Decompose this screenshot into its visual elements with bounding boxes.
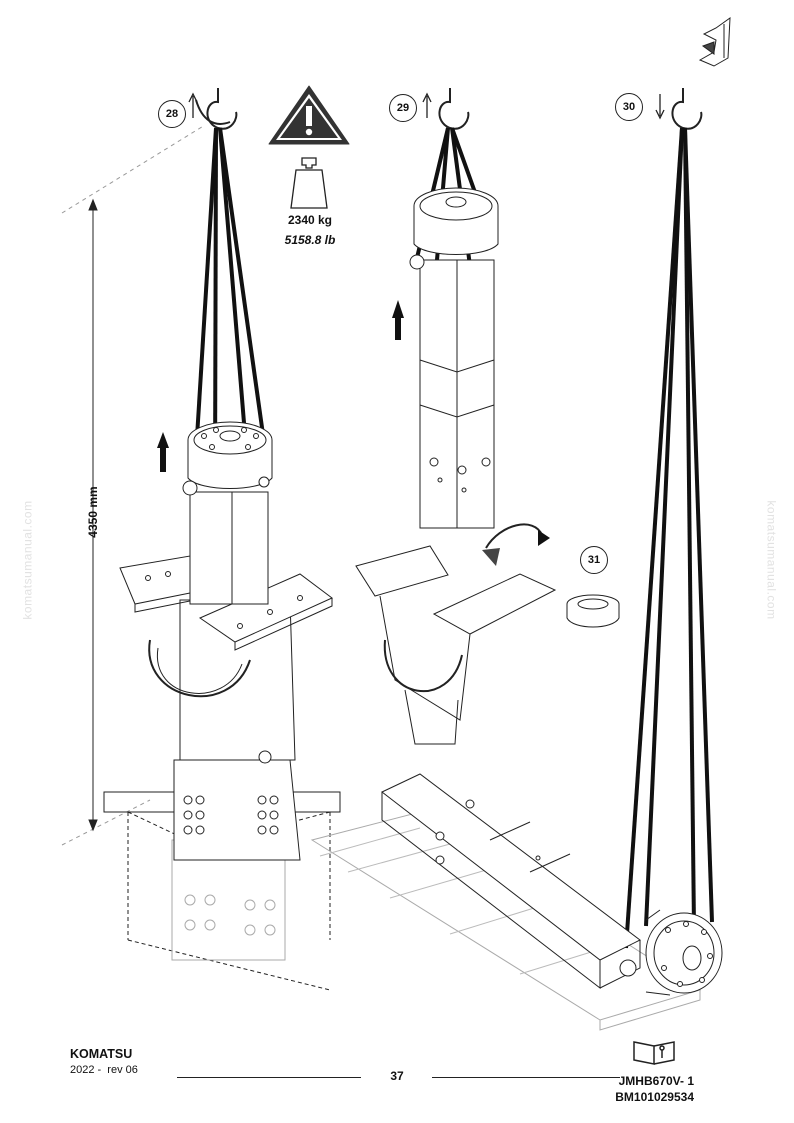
footer-revision: 2022 - rev 06 [70, 1064, 138, 1076]
hammer-assembly-right [310, 773, 723, 1031]
step-30-badge: 30 [615, 93, 643, 121]
footer-doc-code: BM101029534 [615, 1090, 694, 1104]
lifting-hook-30 [671, 88, 703, 130]
hammer-assembly-middle [355, 187, 557, 745]
dimension-guides [61, 124, 206, 846]
footer-model: JMHB670V- 1 [618, 1074, 694, 1088]
lifting-slings-30 [624, 127, 714, 949]
page-number: 37 [390, 1069, 404, 1083]
step-29-badge: 29 [389, 94, 417, 122]
footer-brand: KOMATSU [70, 1047, 133, 1061]
hammer-assembly-left [103, 421, 341, 991]
up-arrow-icon [188, 92, 198, 118]
weight-icon [290, 157, 328, 209]
lifting-hook-29 [438, 88, 470, 130]
weight-lb: 5158.8 lb [284, 233, 336, 247]
watermark-left: komatsumanual.com [20, 500, 35, 620]
footer-rule-left [177, 1077, 361, 1078]
warning-triangle-icon [268, 85, 350, 145]
up-arrow-icon [422, 92, 432, 118]
lifting-hook-28 [195, 88, 238, 130]
watermark-right: komatsumanual.com [764, 500, 779, 620]
seal-ring [566, 594, 620, 628]
step-28-badge: 28 [158, 100, 186, 128]
manual-book-icon [633, 1041, 675, 1065]
weight-kg: 2340 kg [287, 213, 333, 227]
height-dimension: 4350 mm [86, 486, 100, 538]
section-thumb-icon [698, 16, 731, 67]
dimension-line [88, 198, 98, 832]
footer-rule-right [432, 1077, 620, 1078]
down-arrow-icon [655, 94, 665, 120]
step-31-badge: 31 [580, 546, 608, 574]
